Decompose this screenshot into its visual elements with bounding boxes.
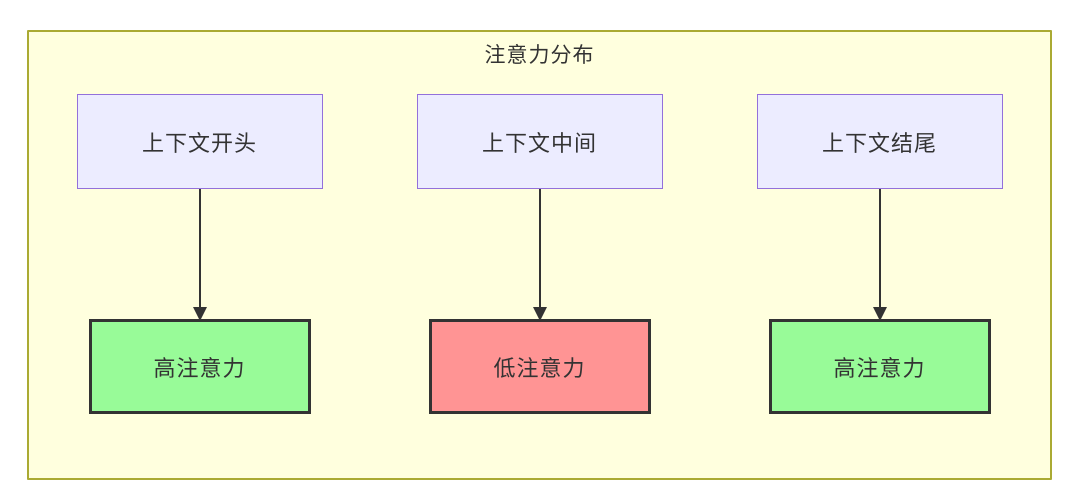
attention-distribution-container: 注意力分布 上下文开头 高注意力 上下文中间 低注意力 上下文结尾 — [27, 30, 1052, 480]
down-arrow-icon — [532, 189, 547, 321]
node-low-attention: 低注意力 — [428, 319, 651, 414]
node-context-end: 上下文结尾 — [756, 94, 1003, 189]
node-context-start: 上下文开头 — [76, 94, 323, 189]
node-high-attention-1: 高注意力 — [88, 319, 311, 414]
down-arrow-icon — [192, 189, 207, 321]
node-context-middle: 上下文中间 — [416, 94, 663, 189]
node-high-attention-2: 高注意力 — [768, 319, 991, 414]
diagram-title: 注意力分布 — [484, 44, 595, 67]
flow-column-context-start: 上下文开头 高注意力 — [76, 94, 323, 414]
flow-column-context-middle: 上下文中间 低注意力 — [416, 94, 663, 414]
flow-columns: 上下文开头 高注意力 上下文中间 低注意力 上下文结尾 — [29, 94, 1050, 414]
flow-column-context-end: 上下文结尾 高注意力 — [756, 94, 1003, 414]
down-arrow-icon — [872, 189, 887, 321]
